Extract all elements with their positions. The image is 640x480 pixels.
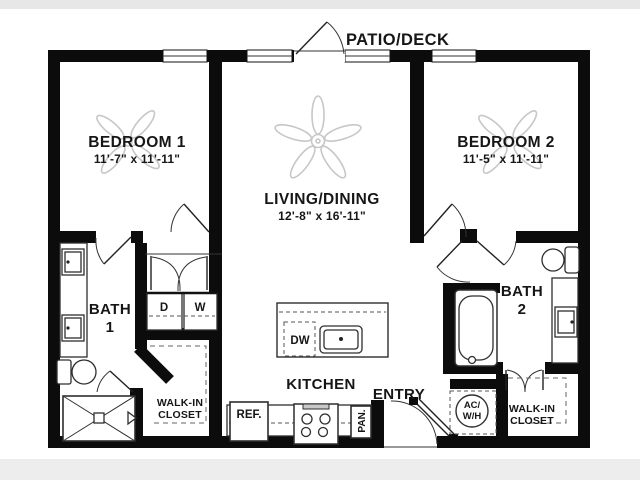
- bath1-label-line2: 1: [106, 319, 115, 336]
- toilet: [541, 248, 565, 272]
- refrigerator: [229, 401, 269, 442]
- wall-bedroom2-living: [410, 62, 424, 243]
- fridge-label: REF.: [237, 409, 262, 421]
- closet-left-label-line1: WALK-IN: [157, 397, 203, 409]
- washer-label: W: [195, 302, 206, 314]
- ac-label-line1: AC/: [464, 400, 481, 411]
- top-edge-band: [0, 0, 640, 9]
- ac-label-line2: W/H: [463, 411, 482, 422]
- patio-label: PATIO/DECK: [346, 31, 449, 49]
- bath1-door: [103, 236, 132, 265]
- kitchen-label: KITCHEN: [286, 376, 355, 393]
- closet1-door: [109, 370, 134, 393]
- ac-wh-unit: AC/ W/H: [449, 390, 497, 435]
- patio-door-opening: [294, 50, 345, 62]
- sink: [61, 248, 85, 276]
- sink: [554, 306, 578, 338]
- front-door-swing: [390, 400, 438, 445]
- bedroom2-door: [423, 203, 453, 237]
- closet-left-shelving: [150, 345, 207, 424]
- doors: [95, 21, 544, 445]
- bathtub: [454, 289, 498, 367]
- pantry-label: PAN.: [357, 409, 368, 432]
- closet-right-label-line2: CLOSET: [510, 415, 554, 427]
- bedroom2-dims: 11'-5" x 11'-11": [463, 152, 549, 166]
- bedroom1-door: [183, 203, 210, 233]
- ceiling-fan-icon: [274, 95, 362, 179]
- bath1-fixtures: [56, 242, 138, 442]
- range: [293, 403, 339, 445]
- bath2-fixtures: [454, 246, 580, 367]
- front-door-opening: [384, 436, 437, 448]
- entry-label: ENTRY: [373, 386, 425, 403]
- ceiling-fan-icon: [478, 110, 542, 174]
- laundry-closet: D W: [146, 291, 218, 331]
- angled-wall: [134, 344, 174, 384]
- ceiling-fan-icon: [96, 110, 160, 174]
- bath1-label-line1: BATH: [89, 301, 131, 318]
- dishwasher-label: DW: [290, 335, 309, 347]
- toilet: [56, 359, 72, 385]
- ac-closet-door: [414, 401, 452, 439]
- wall-bedroom1-living: [209, 62, 222, 436]
- room-labels: PATIO/DECK BEDROOM 1 11'-7" x 11'-11" BE…: [88, 31, 555, 427]
- windows: [162, 49, 477, 448]
- bath2-door: [476, 240, 505, 266]
- bedroom1-dims: 11'-7" x 11'-11": [94, 152, 180, 166]
- shower-door-marker: [127, 410, 138, 426]
- kitchen-counter: REF. PAN.: [226, 401, 372, 445]
- dryer-label: D: [160, 302, 168, 314]
- closet-right-shelving: [508, 377, 567, 424]
- bath2-label-line1: BATH: [501, 283, 543, 300]
- bath2-label-line2: 2: [518, 301, 527, 318]
- bottom-edge-band: [0, 459, 640, 480]
- dryer: [146, 292, 183, 331]
- living-label: LIVING/DINING: [264, 191, 379, 208]
- living-dims: 12'-8" x 16'-11": [278, 209, 366, 223]
- patio-door: [295, 21, 328, 55]
- dishwasher: [283, 321, 316, 357]
- bedroom1-label: BEDROOM 1: [88, 134, 185, 151]
- shower: [62, 395, 138, 442]
- closet-right-label-line1: WALK-IN: [509, 403, 555, 415]
- bedroom2-label: BEDROOM 2: [457, 134, 554, 151]
- sink: [61, 314, 85, 342]
- kitchen-island: DW: [276, 302, 389, 358]
- closet-left-label-line2: CLOSET: [158, 409, 202, 421]
- pantry: [350, 405, 372, 439]
- hall-door: [436, 240, 463, 268]
